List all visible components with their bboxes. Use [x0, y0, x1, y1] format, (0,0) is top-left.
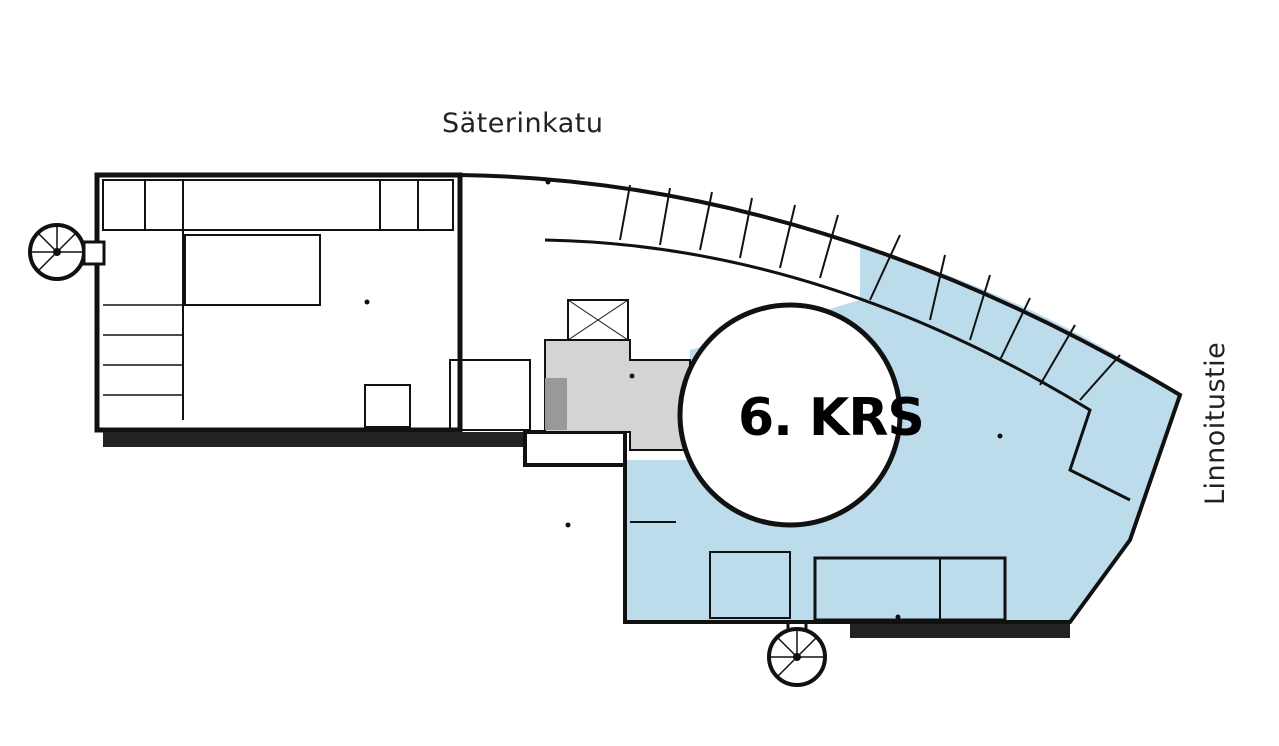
atrium	[677, 302, 903, 528]
right-wing-outline	[459, 173, 1183, 624]
street-label-top: Säterinkatu	[442, 108, 604, 139]
spiral-stair-icon	[28, 223, 106, 281]
floor-label: 6. KRS	[738, 388, 925, 448]
left-wing	[94, 172, 463, 433]
facade-strip	[103, 432, 1070, 638]
street-label-right-text: Linnoitustie	[1200, 341, 1231, 505]
spiral-stair-icon	[767, 622, 827, 687]
